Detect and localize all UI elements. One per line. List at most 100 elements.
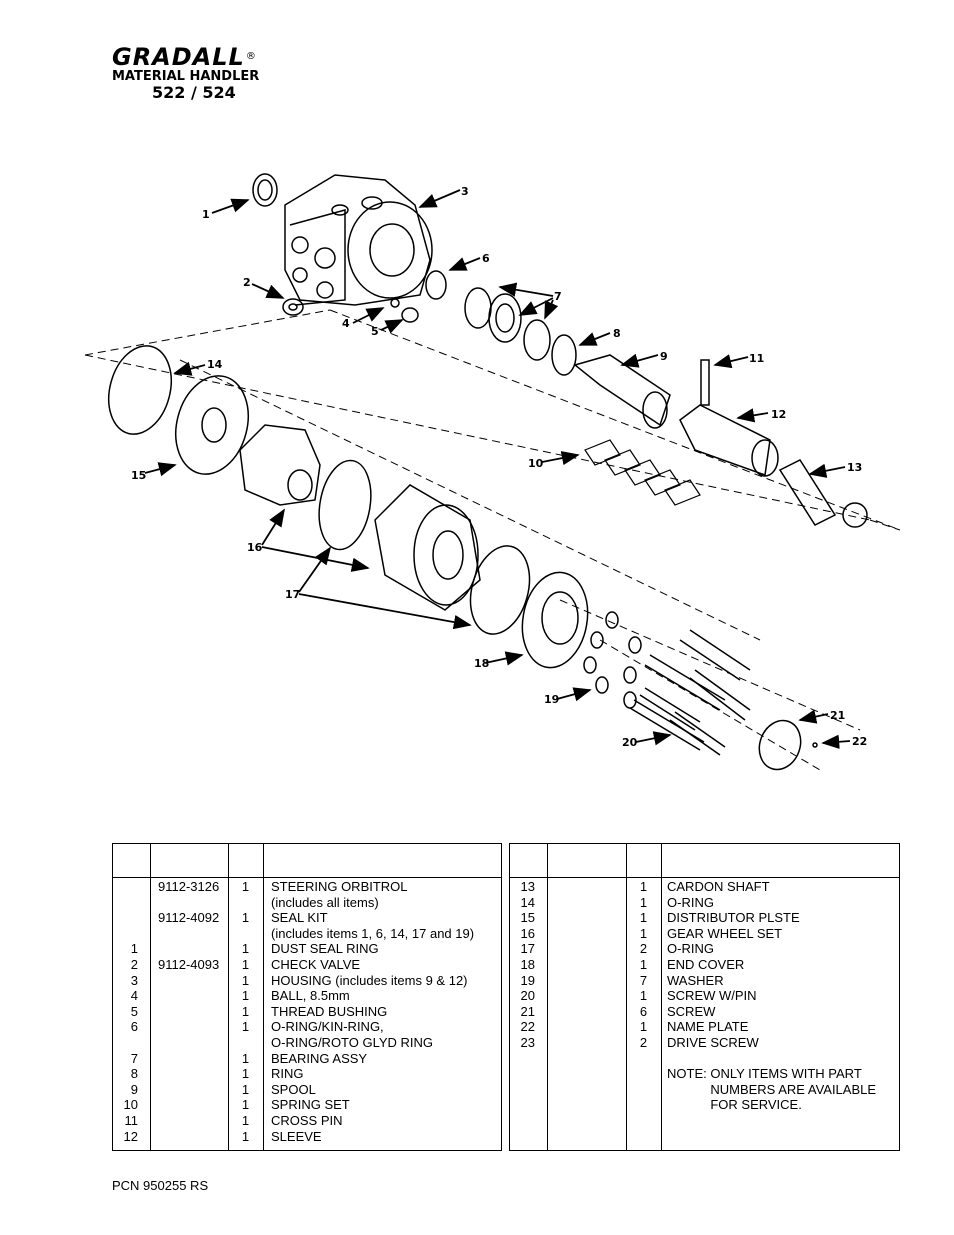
description: SCREW W/PIN: [667, 988, 757, 1004]
quantity: 1: [241, 941, 250, 957]
item-number: 15: [520, 910, 535, 926]
thread-bushing-part: [401, 307, 419, 323]
o-ring-17b-part: [469, 545, 531, 635]
item-number: 6: [130, 1019, 138, 1035]
quantity: 1: [241, 1019, 250, 1035]
o-ring-6-part: [425, 270, 447, 300]
description: CHECK VALVE: [271, 957, 361, 972]
table-row: O-RING/ROTO GLYD RING: [113, 1035, 501, 1051]
description: (includes all items): [271, 894, 379, 910]
table-header: [113, 844, 501, 878]
exploded-parts-diagram: 1 2 3 4 5 6 7 8 9 10 11 12 13 14 15 16 1…: [84, 173, 901, 771]
description: SEAL KIT: [271, 910, 328, 926]
spring-set-part: [584, 439, 701, 506]
table-row: NUMBERS ARE AVAILABLE: [510, 1082, 899, 1098]
part-number: 9112-4093: [158, 957, 220, 972]
item-number: 5: [130, 1003, 138, 1019]
quantity: 1: [241, 1050, 250, 1066]
item-number: 12: [123, 1128, 138, 1144]
item-number: 10: [123, 1097, 138, 1113]
product-line: MATERIAL HANDLER: [112, 70, 260, 84]
bearing-assy-part: [464, 287, 551, 361]
table-row: 15 1 DISTRIBUTOR PLSTE: [510, 910, 899, 926]
description: END COVER: [667, 957, 745, 972]
quantity: 1: [241, 988, 250, 1004]
description: RING: [271, 1066, 304, 1082]
item-number: 21: [520, 1003, 535, 1019]
callout-15: 15: [131, 469, 146, 482]
quantity: 1: [241, 1081, 250, 1097]
item-number: 7: [130, 1050, 138, 1066]
table-row: (includes all items): [113, 895, 501, 911]
callout-8: 8: [613, 327, 621, 340]
item-number: 2: [130, 957, 138, 972]
ball-part: [390, 298, 400, 308]
quantity: 1: [241, 910, 250, 926]
description: HOUSING (includes items 9 & 12): [271, 972, 468, 988]
washers-part: [583, 611, 642, 709]
callout-9: 9: [660, 350, 668, 363]
dust-seal-ring-part: [252, 173, 278, 207]
item-number: 20: [520, 988, 535, 1004]
description: THREAD BUSHING: [271, 1003, 388, 1019]
quantity: 1: [241, 1113, 250, 1128]
gear-wheel-set-part: [239, 424, 321, 506]
quantity: 2: [639, 941, 648, 957]
callout-11: 11: [749, 352, 764, 365]
housing-part: [284, 174, 433, 306]
quantity: 2: [639, 1035, 648, 1050]
table-row: (includes items 1, 6, 14, 17 and 19): [113, 926, 501, 942]
description: DISTRIBUTOR PLSTE: [667, 910, 800, 926]
table-row: 5 1 THREAD BUSHING: [113, 1004, 501, 1020]
item-number: 1: [130, 941, 138, 957]
description: CROSS PIN: [271, 1113, 343, 1128]
description: FOR SERVICE.: [667, 1097, 802, 1113]
description: SPRING SET: [271, 1097, 350, 1113]
callout-18: 18: [474, 657, 489, 670]
callout-14: 14: [207, 358, 223, 371]
callout-22: 22: [852, 735, 867, 748]
o-ring-17a-part: [318, 459, 372, 551]
quantity: 1: [639, 1019, 648, 1035]
quantity: 1: [639, 910, 648, 926]
quantity: 1: [639, 925, 648, 941]
item-number: 18: [520, 957, 535, 972]
description: BALL, 8.5mm: [271, 988, 350, 1004]
table-row: FOR SERVICE.: [510, 1097, 899, 1113]
description: WASHER: [667, 972, 724, 988]
description: O-RING/ROTO GLYD RING: [271, 1035, 434, 1050]
name-plate-part: [758, 719, 802, 771]
description: NOTE: ONLY ITEMS WITH PART: [667, 1066, 862, 1082]
description: DUST SEAL RING: [271, 941, 379, 957]
item-number: 19: [520, 972, 535, 988]
gear-housing-part: [374, 484, 481, 611]
check-valve-part: [282, 298, 304, 316]
quantity: 1: [241, 972, 250, 988]
callout-6: 6: [482, 252, 490, 265]
description: SCREW: [667, 1003, 716, 1019]
quantity: 6: [639, 1003, 648, 1019]
quantity: 1: [241, 1003, 250, 1019]
sleeve-part: [679, 404, 779, 477]
item-number: 11: [124, 1113, 139, 1128]
description: NAME PLATE: [667, 1019, 749, 1035]
description: DRIVE SCREW: [667, 1035, 759, 1050]
assembly-outline: [84, 309, 901, 771]
cardon-shaft-part: [778, 459, 868, 528]
item-number: 8: [130, 1066, 138, 1082]
description: BEARING ASSY: [271, 1050, 368, 1066]
cross-pin-part: [700, 359, 710, 406]
